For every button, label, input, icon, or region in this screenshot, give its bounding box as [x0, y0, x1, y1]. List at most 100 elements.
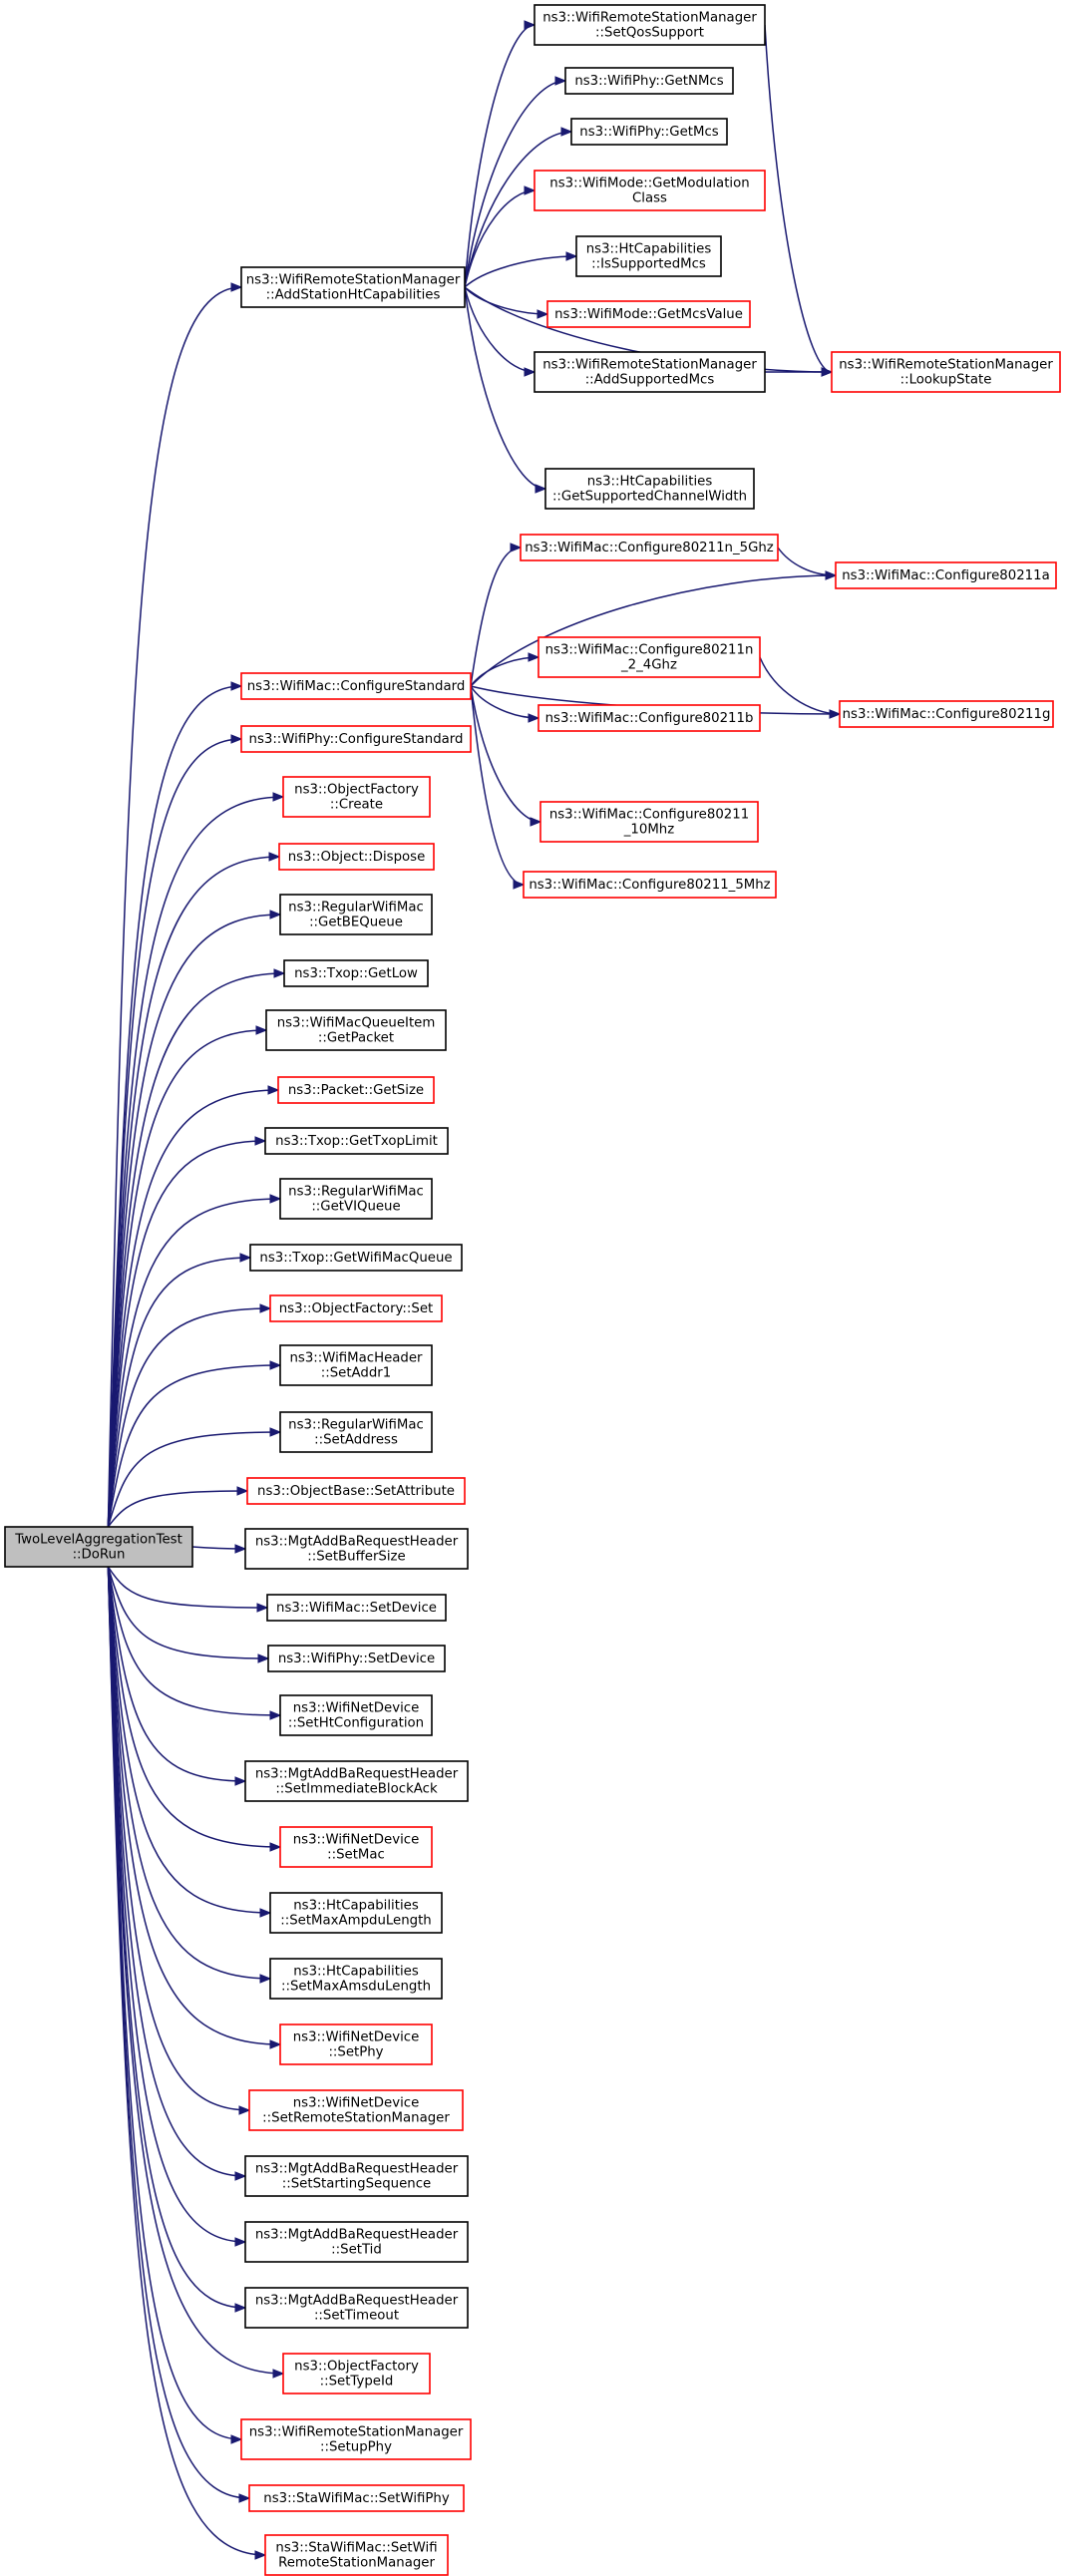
node-label: ns3::HtCapabilities [293, 1965, 419, 1980]
node-cfg11b[interactable]: ns3::WifiMac::Configure80211b [537, 704, 761, 732]
edge-arrowhead [554, 76, 567, 86]
node-label: ns3::MgtAddBaRequestHeader [255, 1535, 459, 1550]
edge-arrowhead [821, 367, 834, 377]
node-setMaxAmpdu[interactable]: ns3::HtCapabilities::SetMaxAmpduLength [269, 1892, 443, 1934]
node-getWifiMacQueue[interactable]: ns3::Txop::GetWifiMacQueue [249, 1244, 463, 1272]
edge-arrowhead [234, 2171, 247, 2181]
node-label: ::SetMac [327, 1848, 385, 1863]
node-root[interactable]: TwoLevelAggregationTest::DoRun [4, 1526, 193, 1568]
edge-arrowhead [234, 1776, 247, 1786]
node-box [279, 2024, 433, 2065]
node-setMac[interactable]: ns3::WifiNetDevice::SetMac [279, 1826, 433, 1868]
node-label: ns3::WifiPhy::GetNMcs [574, 74, 723, 89]
node-label: ns3::WifiMode::GetModulation [549, 177, 749, 191]
edge-root-getTxopLimit [107, 1140, 266, 1528]
node-setStartSeq[interactable]: ns3::MgtAddBaRequestHeader::SetStartingS… [244, 2155, 469, 2197]
edge-root-staSetRSM [107, 1566, 266, 2556]
node-lookupState[interactable]: ns3::WifiRemoteStationManager::LookupSta… [831, 351, 1061, 393]
node-label: ns3::WifiMacHeader [289, 1351, 423, 1366]
node-label: ns3::StaWifiMac::SetWifi [275, 2541, 437, 2556]
node-setupPhy[interactable]: ns3::WifiRemoteStationManager::SetupPhy [240, 2418, 472, 2460]
node-staSetRSM[interactable]: ns3::StaWifiMac::SetWifiRemoteStationMan… [264, 2534, 449, 2576]
edge-root-ofCreate [107, 796, 284, 1528]
node-getPacket[interactable]: ns3::WifiMacQueueItem::GetPacket [265, 1009, 447, 1051]
node-isSupportedMcs[interactable]: ns3::HtCapabilities::IsSupportedMcs [575, 235, 722, 277]
edge-arrowhead [536, 309, 549, 319]
node-setAddress[interactable]: ns3::RegularWifiMac::SetAddress [279, 1411, 433, 1453]
node-ofSetTypeId[interactable]: ns3::ObjectFactory::SetTypeId [282, 2353, 431, 2394]
node-box [244, 2155, 469, 2197]
node-setHtConfig[interactable]: ns3::WifiNetDevice::SetHtConfiguration [279, 1694, 433, 1736]
edge-root-setStartSeq [107, 1566, 246, 2177]
node-box [269, 1294, 443, 1322]
edge-arrowhead [230, 282, 243, 292]
edge-arrowhead [230, 2434, 243, 2444]
node-label: ::SetBufferSize [307, 1550, 405, 1565]
node-label: ::AddStationHtCapabilities [266, 288, 441, 303]
node-box [279, 1826, 433, 1868]
node-cfgStd[interactable]: ns3::WifiMac::ConfigureStandard [240, 672, 472, 700]
node-box [279, 894, 433, 935]
edge-cfgStd-cfg5 [470, 685, 525, 886]
node-box [533, 170, 766, 211]
node-getLow[interactable]: ns3::Txop::GetLow [283, 959, 429, 987]
node-setPhy[interactable]: ns3::WifiNetDevice::SetPhy [279, 2024, 433, 2065]
edge-arrowhead [269, 1360, 282, 1370]
node-label: ::SetHtConfiguration [288, 1716, 424, 1731]
edge-arrowhead [256, 1603, 269, 1613]
node-addStationHt[interactable]: ns3::WifiRemoteStationManager::AddStatio… [240, 266, 466, 308]
node-setAttribute[interactable]: ns3::ObjectBase::SetAttribute [246, 1477, 466, 1505]
node-label: ns3::ObjectBase::SetAttribute [257, 1484, 455, 1499]
node-addSupportedMcs[interactable]: ns3::WifiRemoteStationManager::AddSuppor… [533, 351, 766, 393]
node-box [279, 1178, 433, 1220]
node-label: ns3::WifiPhy::GetMcs [579, 125, 718, 140]
node-setAddr1[interactable]: ns3::WifiMacHeader::SetAddr1 [279, 1344, 433, 1386]
node-setTid[interactable]: ns3::MgtAddBaRequestHeader::SetTid [244, 2221, 469, 2263]
node-cfg5[interactable]: ns3::WifiMac::Configure80211_5Mhz [523, 871, 777, 899]
node-objDispose[interactable]: ns3::Object::Dispose [278, 843, 435, 871]
edge-root-setImmBA [107, 1566, 246, 1782]
node-cfg11n5[interactable]: ns3::WifiMac::Configure80211n_5Ghz [520, 534, 779, 561]
node-box [570, 118, 728, 146]
node-box [520, 534, 779, 561]
edge-root-getWifiMacQueue [107, 1257, 251, 1528]
node-label: ::IsSupportedMcs [591, 257, 706, 272]
edge-arrowhead [267, 1085, 280, 1095]
node-ofCreate[interactable]: ns3::ObjectFactory::Create [282, 776, 431, 818]
node-setRSM[interactable]: ns3::WifiNetDevice::SetRemoteStationMana… [248, 2089, 464, 2131]
node-setBufferSize[interactable]: ns3::MgtAddBaRequestHeader::SetBufferSiz… [244, 1528, 469, 1570]
node-getSize[interactable]: ns3::Packet::GetSize [277, 1076, 435, 1104]
node-cfg11n24[interactable]: ns3::WifiMac::Configure80211n_2_4Ghz [537, 636, 761, 678]
node-getBEQueue[interactable]: ns3::RegularWifiMac::GetBEQueue [279, 894, 433, 935]
node-box [282, 2353, 431, 2394]
node-box [564, 67, 734, 95]
node-getVIQueue[interactable]: ns3::RegularWifiMac::GetVIQueue [279, 1178, 433, 1220]
node-label: ns3::WifiRemoteStationManager [542, 358, 757, 373]
node-getTxopLimit[interactable]: ns3::Txop::GetTxopLimit [264, 1127, 449, 1155]
node-macSetDevice[interactable]: ns3::WifiMac::SetDevice [266, 1594, 447, 1622]
edge-arrowhead [510, 543, 523, 552]
node-setMaxAmsdu[interactable]: ns3::HtCapabilities::SetMaxAmsduLength [269, 1958, 443, 2000]
node-box [539, 801, 759, 843]
node-cfg10[interactable]: ns3::WifiMac::Configure80211_10Mhz [539, 801, 759, 843]
node-getNMcs[interactable]: ns3::WifiPhy::GetNMcs [564, 67, 734, 95]
node-label: ns3::HtCapabilities [587, 475, 713, 490]
node-box [244, 1760, 469, 1802]
node-setTimeout[interactable]: ns3::MgtAddBaRequestHeader::SetTimeout [244, 2287, 469, 2329]
node-getMcs[interactable]: ns3::WifiPhy::GetMcs [570, 118, 728, 146]
node-phySetDevice[interactable]: ns3::WifiPhy::SetDevice [267, 1645, 446, 1672]
node-phyCfgStd[interactable]: ns3::WifiPhy::ConfigureStandard [240, 725, 472, 753]
node-staSetWifiPhy[interactable]: ns3::StaWifiMac::SetWifiPhy [248, 2484, 465, 2512]
node-setQosSupport[interactable]: ns3::WifiRemoteStationManager::SetQosSup… [533, 4, 766, 46]
node-getSupChW[interactable]: ns3::HtCapabilities::GetSupportedChannel… [544, 468, 755, 510]
node-setImmBA[interactable]: ns3::MgtAddBaRequestHeader::SetImmediate… [244, 1760, 469, 1802]
node-getMcsValue[interactable]: ns3::WifiMode::GetMcsValue [546, 300, 751, 328]
node-ofSet[interactable]: ns3::ObjectFactory::Set [269, 1294, 443, 1322]
node-box [537, 704, 761, 732]
node-cfg11g[interactable]: ns3::WifiMac::Configure80211g [839, 700, 1054, 728]
node-cfg11a[interactable]: ns3::WifiMac::Configure80211a [835, 561, 1057, 589]
node-label: ns3::WifiPhy::SetDevice [278, 1652, 435, 1666]
edge-arrowhead [257, 1654, 270, 1663]
edge-arrowhead [230, 681, 243, 691]
